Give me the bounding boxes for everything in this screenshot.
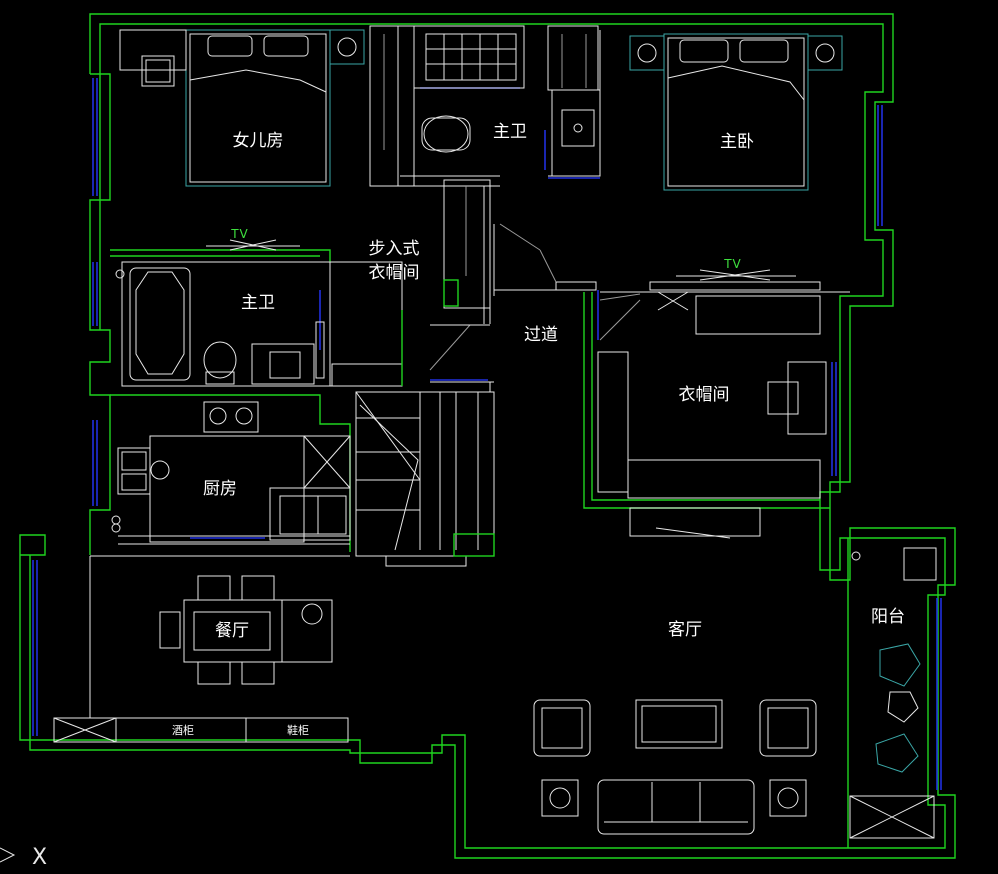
- side-table-right: [769, 779, 807, 817]
- coffee-table: [635, 699, 723, 749]
- left-wall-upper: [89, 73, 111, 555]
- outer-wall-top: [19, 13, 956, 859]
- label-balcony: 阳台: [871, 607, 905, 627]
- label-kitchen: 厨房: [203, 479, 237, 499]
- cloakroom-wardrobe-top: [695, 295, 821, 335]
- armchair-left: [533, 699, 591, 757]
- balcony-chair-1: [879, 643, 921, 687]
- label-master-bedroom: 主卧: [720, 132, 754, 152]
- label-master-bath-top: 主卫: [493, 122, 527, 142]
- cloakroom-wardrobe-bottom: [627, 459, 821, 499]
- cloakroom-desk: [787, 361, 827, 435]
- staircase: [355, 391, 495, 557]
- left-corner-balcony: [19, 534, 46, 556]
- bed-master: [663, 33, 809, 191]
- label-walkin-line1: 步入式: [369, 239, 420, 259]
- stove-burner-2: [235, 407, 253, 425]
- wardrobe-top-left: [369, 25, 415, 187]
- wall-daughter-bottom: [110, 249, 331, 262]
- dining-chair-1: [197, 575, 231, 601]
- balcony-sink: [903, 547, 937, 581]
- toilet-left: [203, 341, 237, 379]
- toilet-top: [423, 115, 469, 153]
- walkin-wardrobe: [443, 179, 491, 309]
- cloakroom-chair: [767, 381, 799, 415]
- label-wine-cabinet: 酒柜: [172, 724, 194, 737]
- cloakroom-wardrobe-left: [597, 351, 629, 493]
- label-living: 客厅: [668, 620, 702, 640]
- wardrobe-hangers-top: [383, 34, 587, 276]
- outer-wall-inner-line: [29, 23, 946, 849]
- cabinet-strip: [53, 717, 349, 743]
- bath-left-room: [121, 261, 331, 387]
- label-master-bath-left: 主卫: [241, 293, 275, 313]
- tv-markers: [206, 239, 796, 539]
- dining-chair-5: [159, 611, 181, 649]
- dining-chair-3: [197, 661, 231, 685]
- dining-chair-2: [241, 575, 275, 601]
- balcony-chair-2: [875, 733, 919, 773]
- label-daughter-room: 女儿房: [233, 131, 284, 151]
- dining-chair-4: [241, 661, 275, 685]
- ucs-axis-indicator: X: [0, 845, 47, 870]
- label-tv-left: TV: [230, 227, 249, 241]
- furniture: [111, 29, 921, 835]
- exterior-walls: [19, 13, 956, 859]
- room-labels: 女儿房 主卫 主卧 步入式 衣帽间 主卫 过道 衣帽间 厨房 餐厅 客厅 阳台 …: [172, 122, 905, 737]
- armchair-right: [759, 699, 817, 757]
- kitchen-sink: [117, 447, 151, 495]
- stove-burner-1: [209, 407, 227, 425]
- shower-grid: [425, 33, 517, 81]
- label-tv-right: TV: [723, 257, 742, 271]
- label-walkin-line2: 衣帽间: [369, 263, 420, 283]
- label-dining: 餐厅: [215, 621, 249, 641]
- bed-daughter: [185, 29, 331, 187]
- bathtub: [129, 267, 191, 381]
- axis-x-label: X: [32, 845, 47, 870]
- sofa: [597, 779, 755, 835]
- label-corridor: 过道: [524, 325, 558, 345]
- label-shoe-cabinet: 鞋柜: [287, 723, 309, 737]
- side-table-left: [541, 779, 579, 817]
- label-cloakroom: 衣帽间: [679, 385, 730, 405]
- axis-arrow-icon: [0, 847, 16, 863]
